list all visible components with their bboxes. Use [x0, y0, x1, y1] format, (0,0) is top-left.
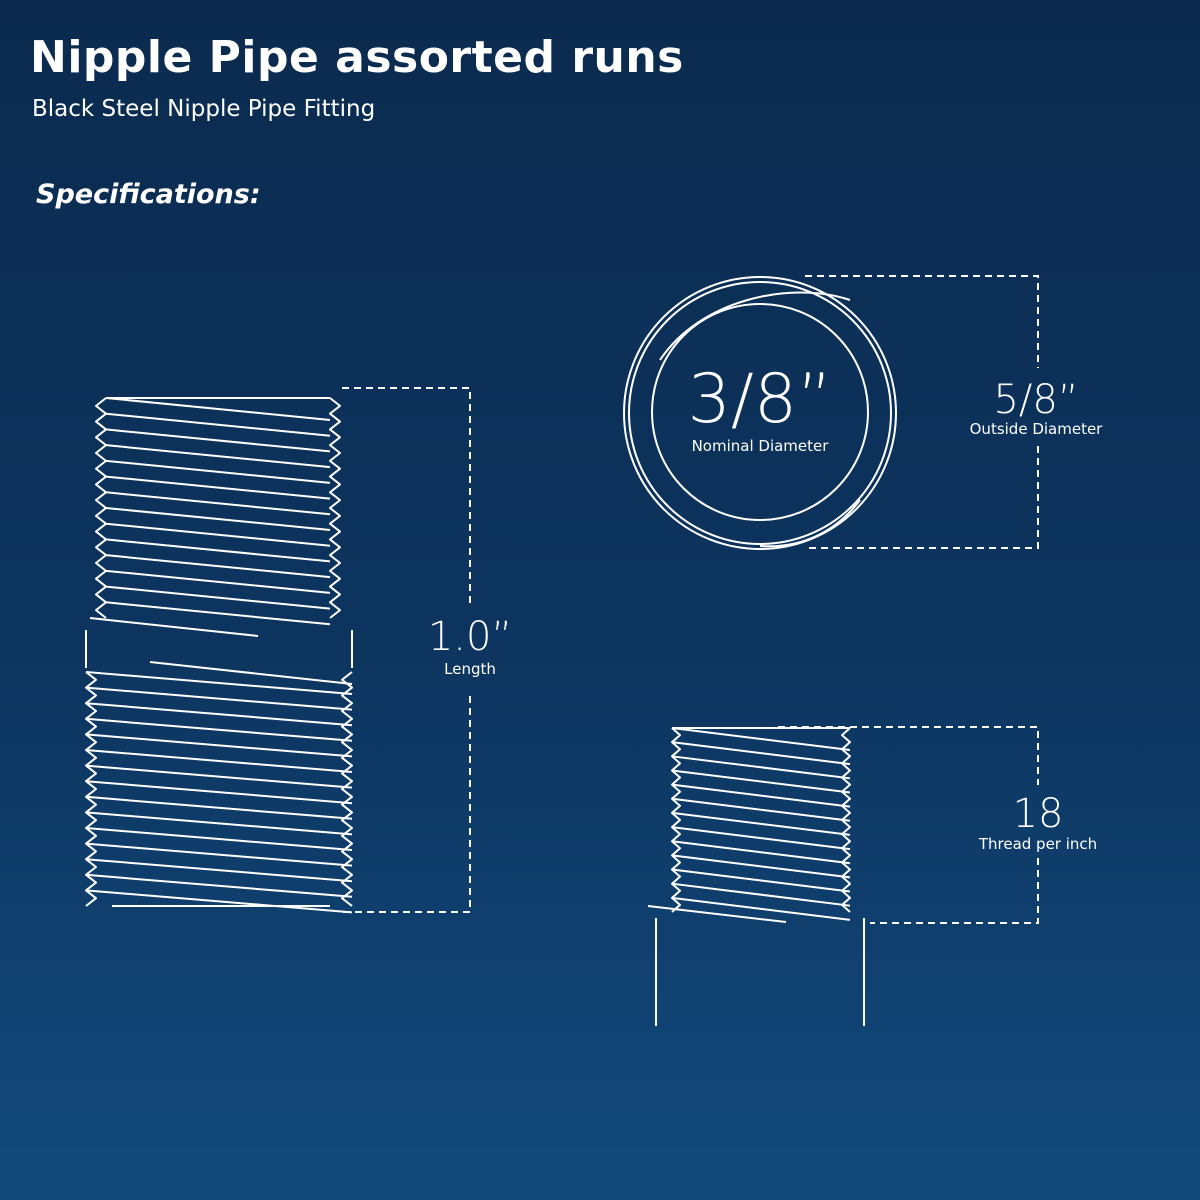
upper-threads-thread-line	[105, 569, 331, 594]
thread-detail-view	[647, 727, 865, 1026]
upper-threads-thread-line	[105, 538, 331, 563]
lower-threads-thread-line	[85, 780, 353, 805]
detail-threads-thread-line	[671, 896, 851, 921]
upper-threads-thread-line	[105, 507, 331, 531]
page-subtitle: Black Steel Nipple Pipe Fitting	[32, 96, 376, 122]
detail-threads-thread-line	[671, 840, 851, 865]
lower-threads-thread-line	[85, 811, 353, 836]
specifications-heading: Specifications:	[36, 179, 261, 210]
lower-threads-thread-line	[85, 733, 353, 758]
detail-threads-thread-line	[671, 783, 851, 808]
detail-threads-left-profile	[671, 727, 681, 913]
upper-threads-thread-line	[105, 459, 331, 484]
lower-threads-thread-line	[85, 717, 353, 742]
outside-diameter-value: 5/8”	[993, 377, 1078, 423]
thread-count-value: 18	[1013, 791, 1064, 837]
upper-threads-right-profile	[329, 397, 341, 619]
upper-threads-thread-line	[105, 412, 331, 437]
nominal-diameter-value: 3/8”	[688, 360, 833, 439]
upper-threads-thread-line	[105, 554, 331, 579]
detail-threads-thread-line	[671, 755, 851, 780]
outside-diameter-dimension-line	[805, 275, 1039, 549]
thread-runout-line	[89, 617, 259, 637]
lower-threads-thread-line	[85, 858, 353, 883]
upper-threads-thread-line	[105, 475, 331, 500]
thread-dimension-line	[778, 726, 1039, 924]
lower-threads-thread-line	[85, 889, 353, 914]
upper-threads-thread-line	[105, 522, 331, 547]
page-title: Nipple Pipe assorted runs	[30, 32, 684, 83]
upper-threads-thread-line	[105, 444, 331, 469]
pipe-end-view	[623, 276, 897, 550]
detail-threads-thread-line	[671, 811, 851, 836]
lower-threads-thread-line	[85, 702, 353, 727]
lower-threads-thread-line	[85, 764, 353, 789]
outside-diameter-label: Outside Diameter	[970, 420, 1104, 438]
nipple-pipe-side-view	[85, 397, 353, 914]
lower-threads-thread-line	[85, 842, 353, 867]
lower-threads-left-profile	[85, 671, 97, 907]
detail-threads-thread-line	[671, 826, 851, 851]
upper-threads-thread-line	[105, 491, 331, 516]
upper-threads-thread-line	[105, 601, 331, 626]
detail-threads-thread-line	[671, 882, 851, 907]
detail-threads-thread-line	[671, 797, 851, 822]
detail-threads-thread-line	[671, 854, 851, 879]
lower-threads-right-profile	[341, 671, 353, 907]
detail-threads-thread-line	[671, 868, 851, 893]
lower-threads-thread-line	[85, 686, 353, 711]
lower-threads-thread-line	[85, 827, 353, 851]
lower-threads-thread-line	[85, 671, 353, 695]
thread-count-label: Thread per inch	[978, 835, 1097, 853]
nominal-diameter-label: Nominal Diameter	[692, 437, 830, 455]
upper-threads-thread-line	[105, 397, 331, 421]
lower-threads-thread-line	[85, 795, 353, 820]
detail-threads-thread-line	[671, 741, 851, 766]
lower-threads-thread-line	[85, 749, 353, 773]
length-label: Length	[444, 660, 496, 678]
lower-threads-thread-line	[85, 873, 353, 898]
upper-threads-left-profile	[95, 397, 107, 619]
detail-threads-thread-line	[671, 769, 851, 794]
thread-runout-line	[647, 905, 787, 923]
upper-threads-thread-line	[105, 585, 331, 610]
length-value: 1.0”	[428, 614, 512, 660]
thread-runout-line	[149, 661, 353, 685]
length-dimension-line	[342, 387, 471, 913]
upper-threads-thread-line	[105, 428, 331, 453]
detail-threads-thread-line	[671, 727, 851, 751]
